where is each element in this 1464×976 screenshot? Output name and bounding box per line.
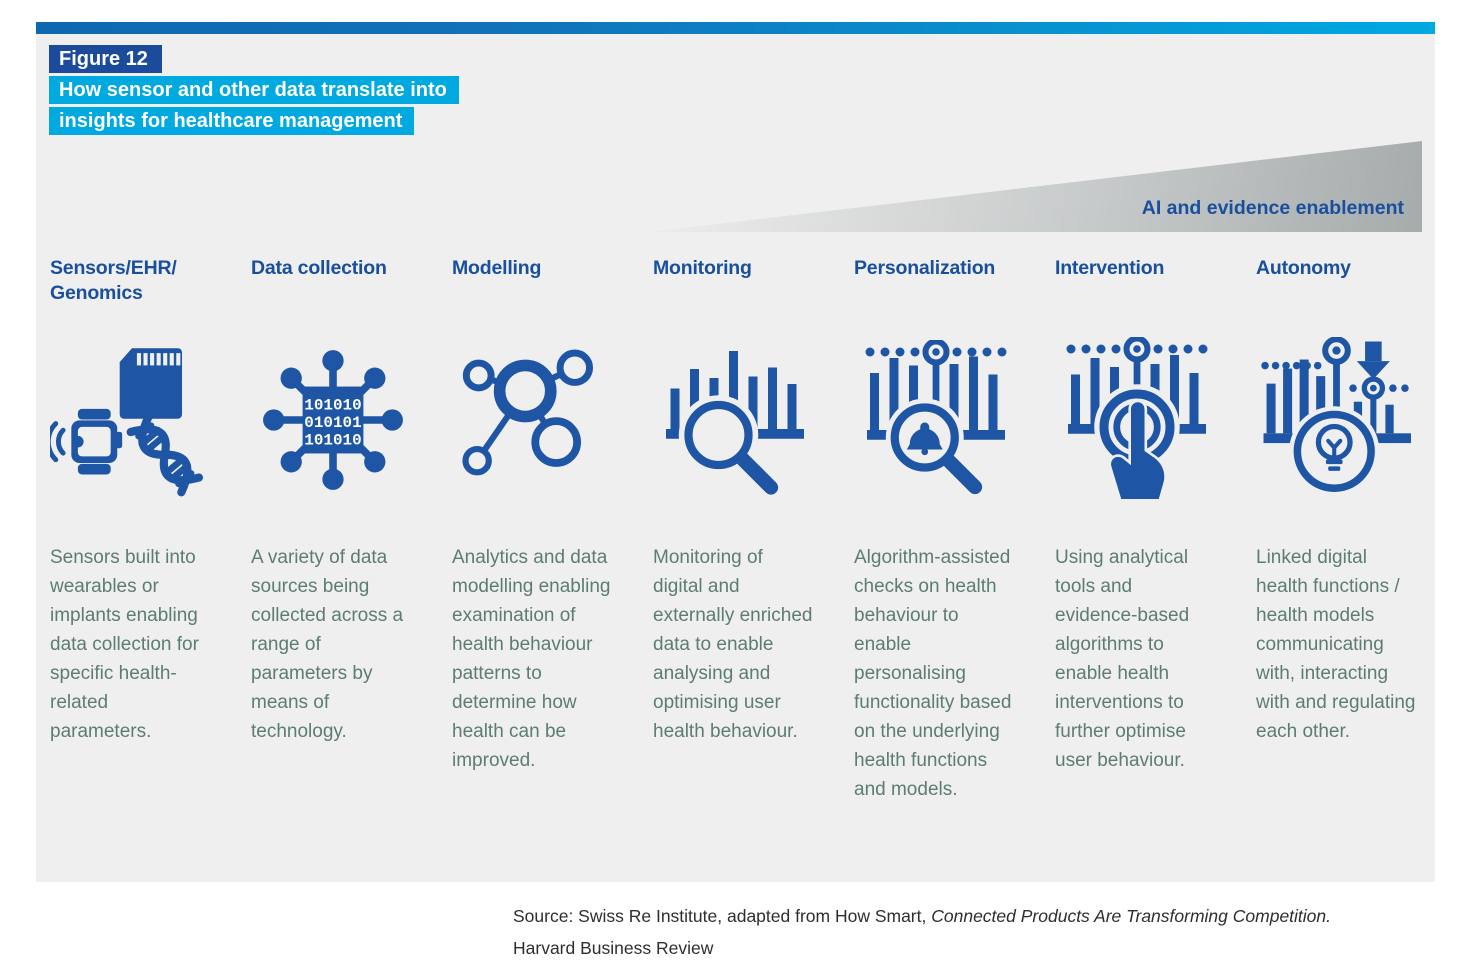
column-personalization: Personalization xyxy=(854,256,1018,804)
network-model-icon xyxy=(452,322,616,517)
stage-columns: Sensors/EHR/ Genomics xyxy=(50,256,1422,804)
top-gradient-bar xyxy=(36,22,1435,34)
lightbulb-autonomy-icon xyxy=(1256,322,1420,517)
column-description: A variety of data sources being collecte… xyxy=(251,547,404,742)
column-header: Modelling xyxy=(452,257,542,279)
column-description: Sensors built into wearables or implants… xyxy=(50,547,199,742)
ai-enablement-triangle: AI and evidence enablement xyxy=(650,141,1422,232)
column-description: Analytics and data modelling enabling ex… xyxy=(452,547,611,771)
column-header: Data collection xyxy=(251,257,387,279)
column-data-collection: Data collection xyxy=(251,256,415,804)
column-header: Autonomy xyxy=(1256,257,1351,279)
figure-title-line1: How sensor and other data translate into xyxy=(49,76,459,104)
source-italic-title: Connected Products Are Transforming Comp… xyxy=(931,906,1331,926)
column-autonomy: Autonomy xyxy=(1256,256,1420,804)
ai-enablement-label: AI and evidence enablement xyxy=(1141,197,1404,219)
column-header: Monitoring xyxy=(653,257,752,279)
bell-magnifier-icon xyxy=(854,322,1018,517)
source-prefix: Source: Swiss Re Institute, adapted from… xyxy=(513,906,932,926)
figure-number-label: Figure 12 xyxy=(49,45,162,73)
column-header: Intervention xyxy=(1055,257,1165,279)
binary-text-line2: 010101 xyxy=(304,413,361,431)
column-description: Linked digital health functions / health… xyxy=(1256,547,1416,742)
column-description: Using analytical tools and evidence-base… xyxy=(1055,547,1190,771)
bar-chart-magnifier-icon xyxy=(653,322,817,517)
column-header: Sensors/EHR/ Genomics xyxy=(50,257,177,304)
column-monitoring: Monitoring xyxy=(653,256,817,804)
column-intervention: Intervention xyxy=(1055,256,1219,804)
figure-title-line2: insights for healthcare management xyxy=(49,107,415,135)
binary-text-line1: 101010 xyxy=(304,396,361,414)
binary-text-line3: 101010 xyxy=(304,431,361,449)
touch-press-icon xyxy=(1055,322,1219,517)
wearables-sd-dna-icon xyxy=(50,322,214,517)
column-modelling: Modelling Analytics and data mo xyxy=(452,256,616,804)
column-description: Monitoring of digital and externally enr… xyxy=(653,547,813,742)
column-description: Algorithm-assisted checks on health beha… xyxy=(854,547,1012,800)
source-citation: Source: Swiss Re Institute, adapted from… xyxy=(513,901,1353,964)
binary-data-hub-icon: 101010 010101 101010 xyxy=(251,322,415,517)
source-suffix: Harvard Business Review xyxy=(513,937,714,958)
figure-panel: Figure 12 How sensor and other data tran… xyxy=(36,34,1435,882)
column-header: Personalization xyxy=(854,257,996,279)
column-sensors: Sensors/EHR/ Genomics xyxy=(50,256,214,804)
